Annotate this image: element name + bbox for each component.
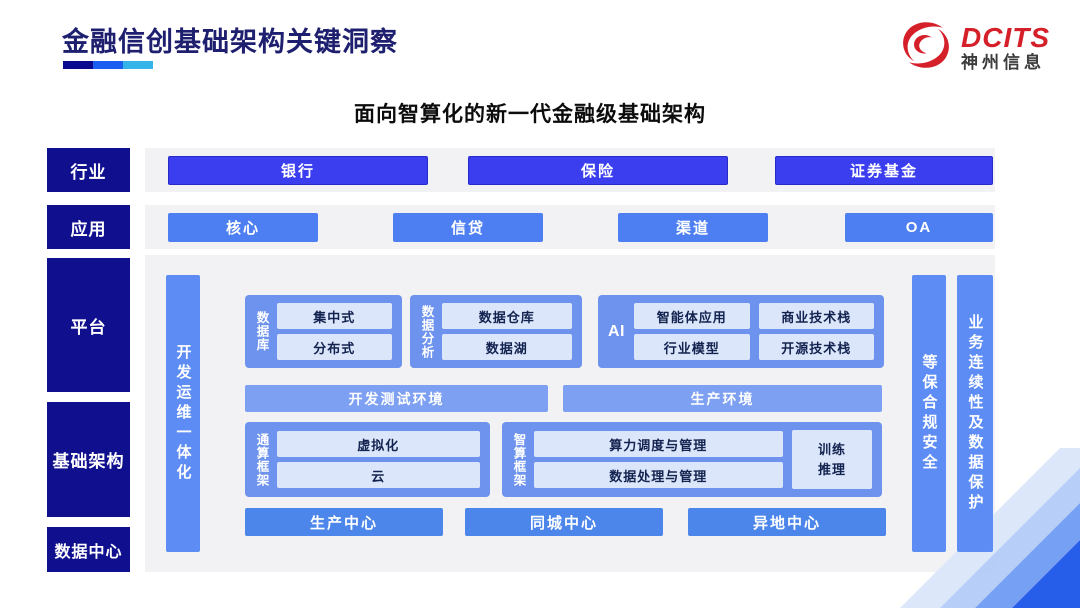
company-logo: DCITS 神州信息 [899, 18, 1050, 77]
logo-subname: 神州信息 [961, 53, 1045, 73]
rail-label-industry: 行业 [47, 148, 130, 192]
diagram-title: 面向智算化的新一代金融级基础架构 [354, 103, 706, 126]
chip-centralized: 集中式 [276, 303, 392, 329]
chip-compute-scheduling: 算力调度与管理 [533, 431, 783, 457]
industry-item-securities: 证券基金 [775, 156, 993, 185]
group-ai-label: AI [608, 322, 625, 340]
group-intelligent-compute-items: 算力调度与管理 数据处理与管理 [533, 431, 783, 488]
button-remote-center: 异地中心 [688, 508, 886, 536]
industry-item-bank: 银行 [168, 156, 428, 185]
chip-train-inference-label: 训练推理 [817, 442, 846, 477]
group-ai: AI 智能体应用 商业技术栈 行业模型 开源技术栈 [598, 295, 884, 368]
rail-label-application: 应用 [47, 205, 130, 249]
chip-cloud: 云 [276, 462, 480, 488]
chip-agent-app: 智能体应用 [634, 303, 750, 329]
pillar-security: 等保合规安全 [912, 275, 946, 552]
pillar-continuity-label: 业务连续性及数据保护 [966, 313, 984, 514]
group-intelligent-compute: 智算框架 算力调度与管理 数据处理与管理 训练推理 [502, 422, 882, 497]
chip-data-lake: 数据湖 [441, 334, 572, 360]
bar-dev-test-env: 开发测试环境 [245, 385, 548, 412]
button-production-center: 生产中心 [245, 508, 443, 536]
corner-decoration [900, 448, 1080, 608]
application-row: 核心 信贷 渠道 OA [145, 205, 995, 249]
chip-data-processing: 数据处理与管理 [533, 462, 783, 488]
pillar-security-label: 等保合规安全 [920, 353, 938, 474]
page-title: 金融信创基础架构关键洞察 [62, 27, 398, 57]
chip-opensource-stack: 开源技术栈 [758, 334, 874, 360]
rail-label-platform: 平台 [47, 258, 130, 392]
chip-commercial-stack: 商业技术栈 [758, 303, 874, 329]
architecture-panel: 开发运维一体化 等保合规安全 业务连续性及数据保护 数据库 集中式 分布式 数据… [145, 255, 995, 572]
group-database-items: 集中式 分布式 [276, 303, 392, 360]
rail-label-infrastructure: 基础架构 [47, 402, 130, 517]
industry-row: 银行 保险 证券基金 [145, 148, 995, 192]
chip-data-warehouse: 数据仓库 [441, 303, 572, 329]
group-general-compute-label: 通算框架 [254, 432, 269, 487]
group-analytics-label: 数据分析 [419, 304, 434, 359]
bar-production-env: 生产环境 [563, 385, 882, 412]
chip-virtualization: 虚拟化 [276, 431, 480, 457]
application-item-channel: 渠道 [618, 213, 768, 242]
application-item-credit: 信贷 [393, 213, 543, 242]
rail-label-datacenter: 数据中心 [47, 527, 130, 572]
underline-segment-cyan [123, 61, 153, 69]
group-intelligent-compute-label: 智算框架 [511, 432, 526, 487]
group-ai-items: 智能体应用 商业技术栈 行业模型 开源技术栈 [634, 303, 874, 360]
underline-segment-blue [93, 61, 123, 69]
pillar-devops-label: 开发运维一体化 [174, 343, 192, 484]
group-database-label: 数据库 [254, 311, 269, 352]
logo-swirl-icon [899, 18, 953, 77]
group-general-compute-items: 虚拟化 云 [276, 431, 480, 488]
chip-distributed: 分布式 [276, 334, 392, 360]
underline-segment-dark [63, 61, 93, 69]
group-analytics-items: 数据仓库 数据湖 [441, 303, 572, 360]
application-item-core: 核心 [168, 213, 318, 242]
group-database: 数据库 集中式 分布式 [245, 295, 402, 368]
pillar-devops: 开发运维一体化 [166, 275, 200, 552]
logo-text: DCITS 神州信息 [961, 21, 1050, 73]
application-item-oa: OA [845, 213, 993, 242]
title-underline [63, 61, 153, 69]
logo-name: DCITS [961, 21, 1050, 53]
button-same-city-center: 同城中心 [465, 508, 663, 536]
industry-item-insurance: 保险 [468, 156, 728, 185]
pillar-continuity: 业务连续性及数据保护 [957, 275, 993, 552]
chip-industry-model: 行业模型 [634, 334, 750, 360]
group-general-compute: 通算框架 虚拟化 云 [245, 422, 490, 497]
group-analytics: 数据分析 数据仓库 数据湖 [410, 295, 582, 368]
chip-train-inference: 训练推理 [792, 430, 872, 489]
